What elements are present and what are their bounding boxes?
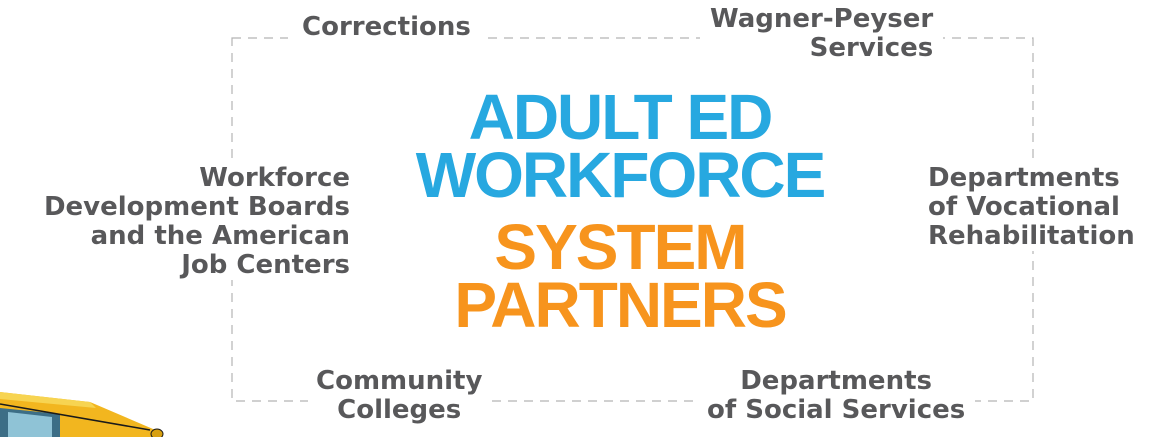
partner-wagner-peyser: Wagner-Peyser Services (700, 4, 944, 63)
partner-vocational-rehab-line: of Vocational (928, 192, 1120, 222)
partner-wagner-peyser-line: Wagner-Peyser (710, 4, 934, 34)
partner-wagner-peyser-line: Services (809, 33, 934, 63)
school-bus-icon (0, 392, 164, 437)
partner-corrections: Corrections (288, 13, 485, 42)
partner-social-services: Departments of Social Services (697, 366, 976, 425)
title-line-partners: PARTNERS (454, 269, 787, 341)
partner-vocational-rehab-line: Rehabilitation (928, 221, 1135, 251)
partner-community-colleges-line: Community (316, 366, 483, 396)
partner-social-services-line: Departments (740, 366, 932, 396)
partner-community-colleges: Community Colleges (308, 366, 491, 425)
title-line-adult-ed: ADULT ED (468, 81, 774, 153)
partner-workforce-boards-line: Job Centers (181, 250, 350, 280)
partner-workforce-boards-line: Workforce (199, 163, 350, 193)
title-line-system: SYSTEM (494, 211, 747, 283)
partner-workforce-boards: Workforce Development Boards and the Ame… (0, 164, 350, 280)
partner-vocational-rehab-line: Departments (928, 163, 1120, 193)
title-line-workforce: WORKFORCE (415, 139, 827, 211)
partner-social-services-line: of Social Services (707, 395, 966, 425)
partner-community-colleges-line: Colleges (337, 395, 462, 425)
partner-workforce-boards-line: Development Boards (43, 192, 350, 222)
partner-vocational-rehab: Departments of Vocational Rehabilitation (928, 164, 1135, 251)
partner-corrections-line: Corrections (302, 12, 471, 42)
partner-workforce-boards-line: and the American (90, 221, 350, 251)
